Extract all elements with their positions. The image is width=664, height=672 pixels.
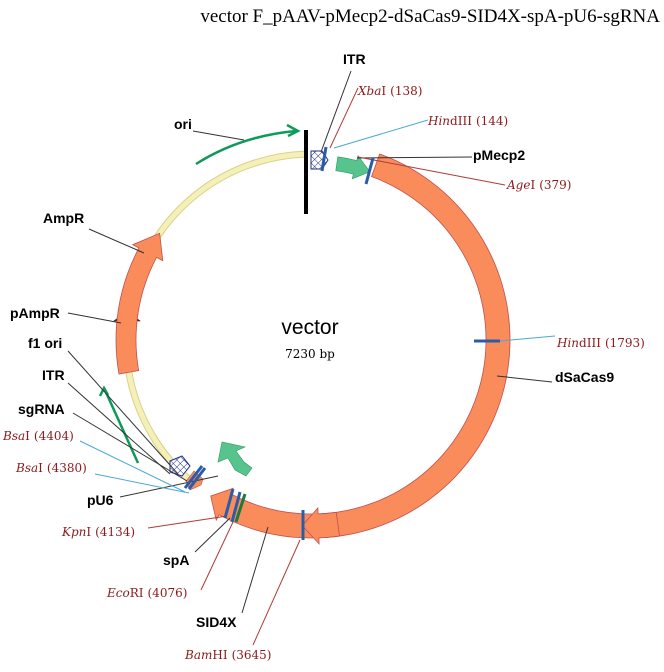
site-position: (4076) (148, 586, 188, 600)
bsai-4404-tick (183, 465, 204, 489)
feature-label-pmecp2: pMecp2 (473, 147, 525, 163)
leader-f1-ori (67, 350, 179, 475)
dsacas9-arrowhead (301, 506, 341, 545)
site-enzyme-italic: Xba (357, 84, 381, 98)
leader-pampr (67, 312, 122, 324)
ori-arrowhead (286, 123, 301, 138)
site-label-xbai: XbaI (138) (357, 84, 422, 98)
leader-bamhi (252, 539, 301, 646)
site-label-hindiii-1793: HindIII (1793) (556, 336, 645, 350)
site-label-bsai-4404: BsaI (4404) (2, 429, 74, 443)
site-enzyme-italic: Bsa (15, 461, 38, 475)
feature-label-itr-top: ITR (343, 51, 366, 67)
site-enzyme-rest: I (38, 461, 43, 475)
feature-label-itr-bottom: ITR (42, 367, 65, 383)
site-position: (379) (539, 178, 571, 192)
site-position: (4380) (47, 461, 87, 475)
plasmid-size: 7230 bp (285, 347, 335, 361)
xbai-tick (320, 146, 328, 172)
site-label-hindiii-144: HindIII (144) (427, 114, 508, 128)
leader-bsai-4404 (79, 440, 186, 493)
ampr-arrow (115, 232, 164, 375)
site-position: (138) (390, 84, 422, 98)
feature-label-spa: spA (163, 552, 189, 568)
kpni-tick (223, 488, 235, 519)
site-label-agei: AgeI (379) (506, 178, 571, 192)
leader-pu6 (119, 475, 219, 498)
site-ticks (183, 146, 500, 540)
site-enzyme-italic: Hin (556, 336, 579, 350)
features (98, 123, 511, 545)
site-enzyme-rest: dIII (450, 114, 472, 128)
site-enzyme-italic: Age (506, 178, 530, 192)
backbone-arc (123, 151, 306, 485)
leader-agei (357, 156, 506, 186)
ori-arc (195, 129, 297, 166)
leader-pmecp2 (356, 156, 473, 159)
site-enzyme-italic: Hin (427, 114, 450, 128)
leader-itr-bottom (67, 382, 171, 475)
leader-ampr (88, 228, 145, 254)
site-position: (144) (476, 114, 508, 128)
pmecp2-arrow (335, 154, 371, 180)
feature-label-sid4x: SID4X (196, 614, 237, 630)
feature-label-ampr: AmpR (43, 210, 84, 226)
site-position: (4404) (34, 429, 74, 443)
spa-tick (234, 493, 247, 523)
leader-ecori (200, 521, 234, 591)
leader-dsacas9 (496, 375, 553, 383)
leader-sid4x (241, 526, 269, 614)
site-enzyme-rest: I (86, 525, 91, 539)
leader-sgrna (72, 412, 188, 482)
leader-kpni (147, 515, 228, 529)
map-title: vector F_pAAV-pMecp2-dSaCas9-SID4X-spA-p… (200, 6, 660, 27)
feature-label-f1-ori: f1 ori (28, 335, 62, 351)
leader-ori (192, 130, 245, 141)
feature-label-sgrna: sgRNA (18, 401, 65, 417)
leader-spa (194, 517, 231, 553)
leader-itr-top (320, 70, 352, 153)
backbone (122, 150, 306, 486)
f1-ori-arrowhead (98, 385, 110, 397)
site-enzyme-rest: HI (212, 648, 227, 662)
site-enzyme-italic: Eco (106, 586, 130, 600)
site-enzyme-rest: I (25, 429, 30, 443)
site-enzyme-rest: I (381, 84, 386, 98)
site-enzyme-italic: Bam (184, 648, 212, 662)
f1-ori-line (102, 387, 140, 464)
leader-lines (67, 70, 556, 646)
feature-label-dsacas9: dSaCas9 (555, 369, 614, 385)
site-label-bamhi: BamHI (3645) (184, 648, 271, 662)
site-position: (1793) (605, 336, 645, 350)
site-position: (3645) (232, 648, 272, 662)
pu6-arrow (217, 441, 253, 477)
site-position: (4134) (95, 525, 135, 539)
feature-label-pampr: pAmpR (10, 305, 60, 321)
feature-label-pu6: pU6 (87, 492, 114, 508)
leader-xbai (329, 87, 359, 149)
site-enzyme-italic: Bsa (2, 429, 25, 443)
dsacas9-arrow (317, 153, 511, 539)
site-enzyme-rest: dIII (579, 336, 601, 350)
site-enzyme-rest: I (530, 178, 535, 192)
ecori-tick (230, 491, 242, 523)
bsai-4380-tick (187, 467, 207, 490)
site-label-bsai-4380: BsaI (4380) (15, 461, 87, 475)
site-enzyme-rest: RI (130, 586, 144, 600)
site-enzyme-italic: Kpn (61, 525, 86, 539)
leader-hindiii-1793 (499, 335, 556, 342)
site-label-kpni: KpnI (4134) (61, 525, 135, 539)
leader-bsai-4380 (94, 473, 190, 494)
plasmid-name: vector (281, 316, 338, 339)
site-label-ecori: EcoRI (4076) (106, 586, 187, 600)
leader-hindiii-144 (333, 119, 429, 149)
agei-tick (364, 157, 375, 185)
feature-label-ori: ori (174, 116, 192, 132)
